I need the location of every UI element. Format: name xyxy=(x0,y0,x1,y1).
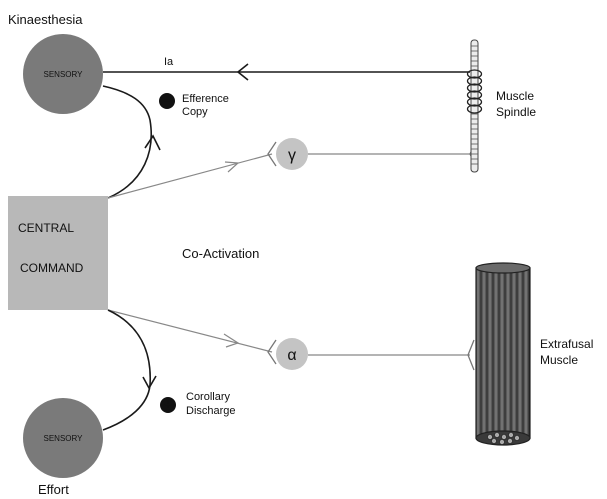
extrafusal-muscle-label-line1: Extrafusal xyxy=(540,337,593,351)
corollary-discharge-curve xyxy=(103,310,150,430)
plus-sign: + xyxy=(164,397,172,412)
sensory-top-label: SENSORY xyxy=(44,70,84,79)
kinaesthesia-label: Kinaesthesia xyxy=(8,12,83,27)
alpha-symbol: α xyxy=(287,347,296,364)
efference-copy-label-line1: Efference xyxy=(182,93,229,105)
corollary-discharge-label-line2: Discharge xyxy=(186,405,236,417)
gamma-pathway: γ xyxy=(108,138,474,198)
central-command-label-line2: COMMAND xyxy=(20,261,84,275)
extrafusal-muscle-top xyxy=(476,263,530,273)
minus-sign: − xyxy=(163,93,171,108)
gamma-symbol: γ xyxy=(288,147,296,164)
sensory-node-top: SENSORY xyxy=(23,34,103,114)
sensory-node-bottom: SENSORY xyxy=(23,398,103,478)
ia-label: Ia xyxy=(164,56,174,68)
co-activation-label: Co-Activation xyxy=(182,246,259,261)
effort-label: Effort xyxy=(38,482,69,497)
muscle-spindle: Muscle Spindle xyxy=(468,40,537,172)
muscle-spindle-label-line1: Muscle xyxy=(496,89,534,103)
corollary-discharge-pathway: + Corollary Discharge xyxy=(103,310,236,430)
muscle-spindle-label-line2: Spindle xyxy=(496,105,536,119)
central-command-box xyxy=(8,196,108,310)
efference-copy-arrowhead xyxy=(145,136,160,150)
central-command-label-line1: CENTRAL xyxy=(18,221,74,235)
extrafusal-muscle: Extrafusal Muscle xyxy=(476,263,593,445)
alpha-pathway: α xyxy=(108,310,474,370)
efference-copy-pathway: − Efference Copy xyxy=(103,86,229,198)
efference-copy-label-line2: Copy xyxy=(182,106,208,118)
alpha-input-line xyxy=(108,310,272,352)
central-command: CENTRAL COMMAND xyxy=(8,196,108,310)
sensory-bottom-label: SENSORY xyxy=(44,434,84,443)
extrafusal-muscle-label-line2: Muscle xyxy=(540,353,578,367)
ia-afferent-pathway: Ia xyxy=(103,56,470,80)
extrafusal-muscle-body xyxy=(476,268,530,438)
spindle-coils xyxy=(468,70,482,113)
corollary-discharge-label-line1: Corollary xyxy=(186,391,231,403)
gamma-input-line xyxy=(108,154,272,198)
efference-copy-curve xyxy=(103,86,151,198)
